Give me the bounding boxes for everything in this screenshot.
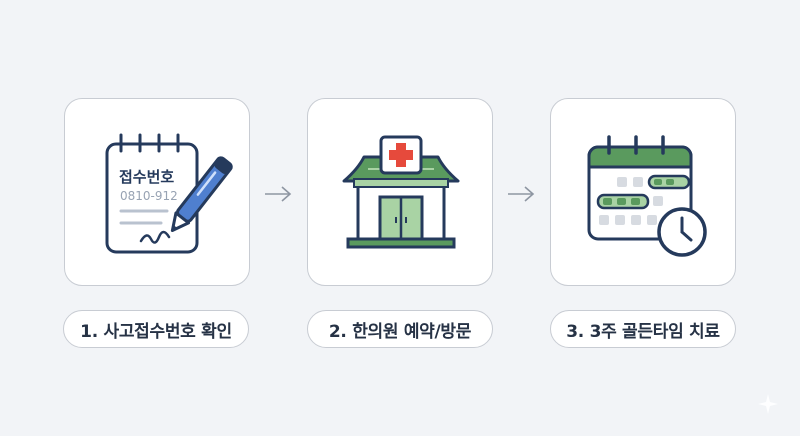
calendar-clock-icon [587,135,707,257]
step-3-label: 3. 3주 골든타임 치료 [550,310,736,348]
step-2-card [307,98,493,286]
note-number: 0810-912 [120,189,178,203]
note-title: 접수번호 [119,168,175,186]
step-3-card [550,98,736,286]
arrow-right-icon [265,186,292,202]
arrow-right-icon [508,186,535,202]
step-1-card: 접수번호 0810-912 [64,98,250,286]
sparkle-icon [758,394,778,414]
step-2-label: 2. 한의원 예약/방문 [307,310,493,348]
step-1-label: 1. 사고접수번호 확인 [63,310,249,348]
clinic-building-icon [342,135,460,249]
notepad-pen-icon [105,133,233,254]
